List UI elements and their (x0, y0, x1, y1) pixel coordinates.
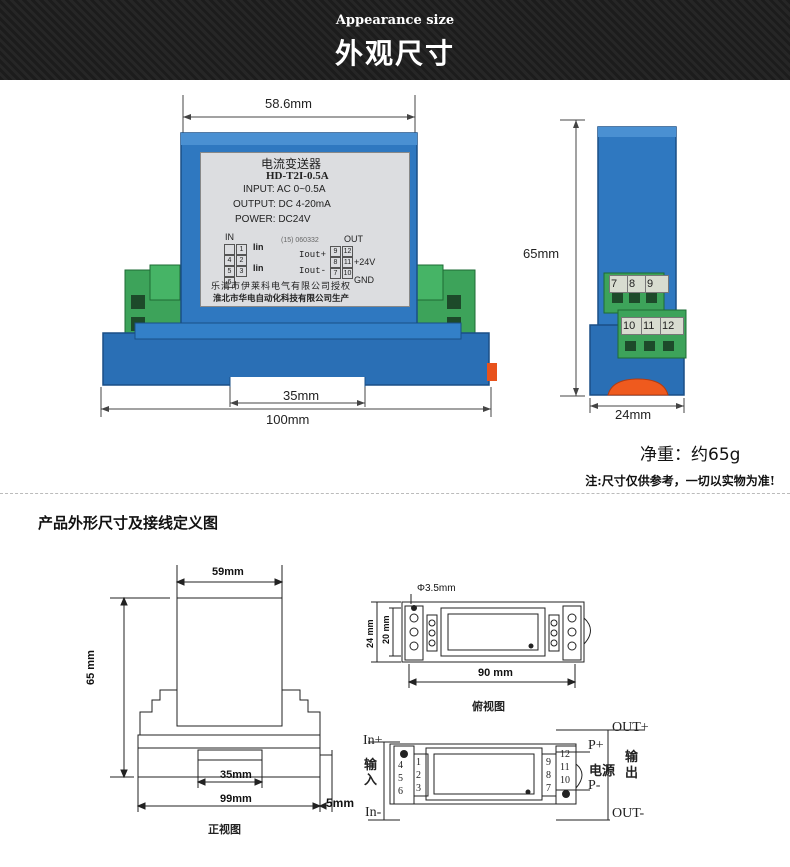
wiring-pin: 4 (398, 760, 403, 771)
side-photo-graphic (560, 119, 687, 413)
wiring-left-inner-pins: 1 2 3 (416, 756, 421, 795)
drawing-front-dim-bottom: 99mm (220, 793, 252, 805)
drawing-top-dim-inner: 20 mm (381, 615, 391, 644)
drawing-front-dim-side: 5mm (326, 796, 355, 810)
drawing-front-dim-inner: 35mm (220, 769, 252, 781)
label-pin: 10 (342, 268, 353, 279)
wiring-out-minus: OUT- (612, 806, 645, 821)
label-iout-plus: Iout+ (299, 250, 327, 260)
label-pin: 6 (224, 277, 235, 288)
label-pin: 9 (330, 246, 341, 257)
wiring-right-inner-pins: 9 8 7 (546, 756, 551, 795)
section-title: 产品外形尺寸及接线定义图 (38, 514, 219, 532)
header-subtitle: Appearance size (335, 13, 455, 28)
label-iin-bottom: Iin (253, 263, 264, 273)
drawing-front-dim-top: 59mm (212, 566, 244, 578)
label-pin: 7 (330, 268, 341, 279)
side-terminal-label: 12 (660, 317, 684, 335)
front-dim-top: 58.6mm (265, 96, 312, 111)
net-weight: 净重：约65g (640, 445, 741, 465)
wiring-p-plus: P+ (588, 738, 604, 753)
label-iout-minus: Iout- (299, 266, 327, 276)
label-pin: 11 (342, 257, 353, 268)
label-pin: 5 (224, 266, 235, 277)
wiring-pin: 2 (416, 770, 421, 781)
label-pin: 12 (342, 246, 353, 257)
label-in: IN (225, 232, 234, 242)
drawing-top-dim-outer: 24 mm (365, 619, 375, 648)
label-pin: 8 (330, 257, 341, 268)
header-title: 外观尺寸 (334, 37, 455, 70)
wiring-p-minus: P- (588, 778, 601, 793)
label-maker-2: 淮北市华电自动化科技有限公司生产 (213, 293, 350, 303)
label-product-name: 电流变送器 (261, 157, 322, 171)
label-iin-top: Iin (253, 242, 264, 252)
front-dim-inner: 35mm (283, 388, 320, 403)
label-serial: (15) 060332 (281, 237, 319, 244)
wiring-in-minus: In- (365, 805, 382, 820)
wiring-pin: 8 (546, 770, 551, 781)
wiring-diagram (368, 729, 645, 821)
wiring-pin: 12 (560, 749, 570, 760)
label-pin: 2 (236, 255, 247, 266)
drawing-top-caption: 俯视图 (472, 700, 505, 713)
label-24v: +24V (354, 257, 376, 267)
header-banner (0, 0, 790, 80)
section-divider (0, 493, 790, 494)
label-out: OUT (344, 234, 363, 244)
drawing-front-caption: 正视图 (208, 823, 241, 836)
label-power: POWER: DC24V (235, 214, 311, 225)
wiring-in-plus: In+ (363, 733, 383, 748)
label-pin: 3 (236, 266, 247, 277)
wiring-output-label: 输出 (625, 750, 639, 781)
label-input: INPUT: AC 0~0.5A (243, 184, 326, 195)
wiring-pin: 11 (560, 762, 570, 773)
front-view-drawing (110, 565, 333, 812)
wiring-pin: 1 (416, 757, 421, 768)
side-dim-height: 65mm (523, 246, 560, 261)
label-pin: 4 (224, 255, 235, 266)
side-terminal-label: 9 (645, 275, 669, 293)
label-gnd: GND (354, 275, 374, 285)
wiring-power-label: 电源 (589, 764, 616, 779)
size-note: 注:尺寸仅供参考，一切以实物为准! (585, 474, 775, 488)
wiring-out-plus: OUT+ (612, 720, 649, 735)
wiring-pin: 3 (416, 783, 421, 794)
label-model: HD-T2I-0.5A (266, 170, 329, 182)
wiring-input-label: 输入 (364, 758, 378, 788)
drawing-front-dim-height: 65 mm (85, 650, 97, 685)
wiring-left-outer-pins: 4 5 6 (398, 759, 403, 798)
label-maker-1: 乐清市伊莱科电气有限公司授权 (211, 281, 352, 291)
label-pin: 1 (236, 244, 247, 255)
drawing-top-dim-length: 90 mm (478, 667, 513, 679)
wiring-pin: 6 (398, 786, 403, 797)
product-label: 电流变送器 HD-T2I-0.5A INPUT: AC 0~0.5A OUTPU… (200, 152, 410, 307)
wiring-pin: 5 (398, 773, 403, 784)
wiring-pin: 7 (546, 783, 551, 794)
wiring-pin: 9 (546, 757, 551, 768)
wiring-pin: 10 (560, 775, 570, 786)
label-output: OUTPUT: DC 4-20mA (233, 199, 331, 210)
side-dim-width: 24mm (615, 407, 652, 422)
drawing-top-hole: Φ3.5mm (417, 583, 456, 594)
wiring-right-outer-pins: 12 11 10 (560, 748, 570, 787)
front-dim-bottom: 100mm (266, 412, 310, 427)
top-view-drawing (371, 594, 591, 688)
